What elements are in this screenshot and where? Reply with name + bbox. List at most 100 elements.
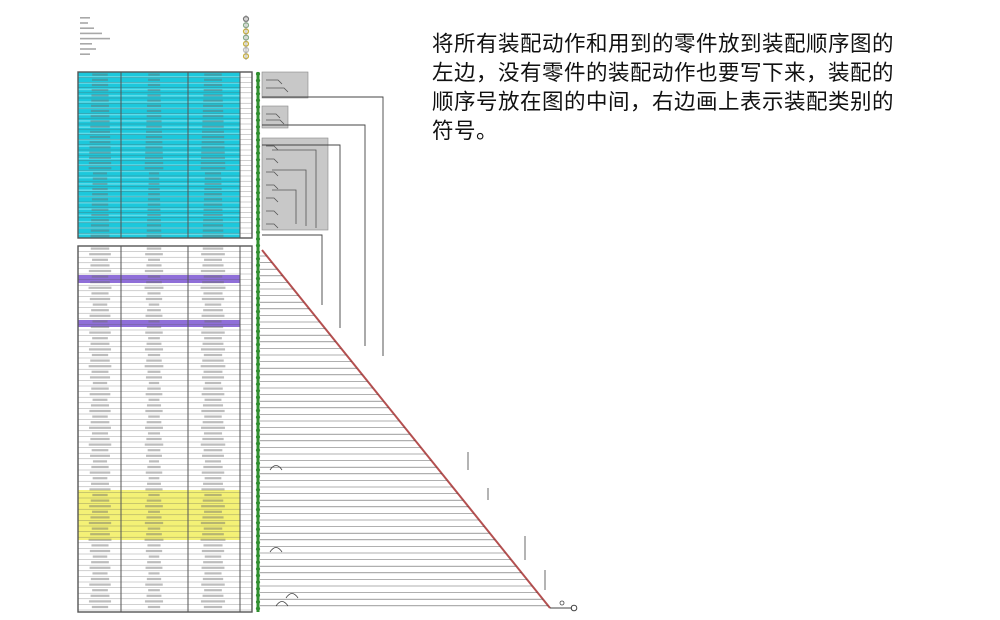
table-cell-text [147,275,161,278]
table-cell-text [203,292,223,295]
table-cell-text [91,292,109,295]
table-cell-text [200,167,226,170]
sequence-node [255,474,261,479]
sequence-node [255,91,261,96]
table-cell-text [146,234,162,237]
table-cell-text [203,482,223,485]
table-cell-text [147,213,161,217]
sequence-node [255,316,261,321]
sequence-node [255,137,261,143]
table-cell-text [201,488,225,491]
table-cell-text [203,465,223,469]
table-cell-text [92,477,108,480]
table-cell-text [201,393,225,396]
table-cell-text [202,325,224,329]
table-cell-text [204,589,222,592]
table-cell-text [91,482,109,485]
table-cell-text [203,561,223,564]
sequence-node [255,243,261,248]
table-cell-text [90,342,110,345]
cyan-band-stripe [78,113,240,116]
table-cell-text [148,337,160,340]
table-cell-text [90,516,110,519]
table-border [77,245,253,613]
table-cell-text [146,437,162,441]
table-cell-text [148,320,160,323]
table-cell-text [92,555,108,558]
table-cell-text [202,264,224,267]
table-cell-text [90,229,110,232]
table-cell-text [202,234,224,237]
table-cell-text [148,303,160,306]
table-cell-text [90,437,110,441]
sequence-node [255,184,261,189]
table-cell-text [89,156,111,159]
table-cell-text [203,544,223,547]
sequence-node [255,157,261,162]
table-cell-text [88,269,112,273]
table-cell-text [146,115,162,118]
table-cell-text [89,409,111,413]
table-cell-text [147,198,161,201]
table-cell-text [89,505,111,508]
sequence-node [255,461,261,466]
table-cell-text [146,499,162,502]
table-cell-text [200,443,226,446]
table-cell-text [203,527,223,530]
table-cell-text [148,258,160,261]
sequence-node [255,481,261,486]
table-cell-text [148,187,160,191]
table-cell-text [89,488,111,491]
table-cell-text [204,477,222,480]
table-cell-text [201,297,225,301]
legend-line [80,53,90,55]
table-cell-text [88,167,112,170]
table-cell-text [147,465,161,469]
table-cell-text [203,309,223,312]
sequence-node [255,580,261,585]
sequence-node [255,236,261,242]
cyan-band-stripe [78,233,240,236]
table-cell-text [202,247,224,250]
table-cell-text [146,109,162,113]
table-cell-text [146,533,162,536]
table-cell-text [91,104,109,107]
table-cell-text [91,213,109,217]
table-cell-text [90,109,110,113]
table-cell-text [92,320,108,323]
table-cell-text [146,224,162,227]
sequence-node [255,434,261,440]
table-cell-text [202,404,224,407]
table-cell-text [147,99,161,102]
table-cell-text [148,493,160,497]
table-cell-text [145,471,163,474]
table-cell-text [89,331,111,334]
table-cell-text [202,109,224,113]
table-cell-text [204,510,222,513]
legend-block [80,15,250,60]
table-cell-text [145,314,163,317]
table-cell-text [92,510,108,513]
sequence-node [255,329,261,334]
table-cell-text [202,224,224,227]
sequence-node [255,467,261,473]
table-cell-text [148,477,160,480]
table-cell-text [91,219,109,222]
sequence-node [255,368,261,374]
table-cell-text [145,549,163,553]
table-cell-text [91,89,109,92]
table-cell-text [91,370,109,373]
table-cell-text [200,348,226,351]
table-cell-text [89,471,111,474]
table-cell-text [202,120,224,123]
table-cell-text [147,432,161,435]
table-cell-text [201,583,225,586]
table-cell-text [145,426,163,429]
sequence-node [255,217,261,222]
table-cell-text [203,605,223,609]
table-cell-text [204,493,222,497]
table-cell-text [91,198,109,201]
table-cell-text [145,135,163,139]
branch-tick [266,197,279,203]
table-cell-text [91,83,109,87]
